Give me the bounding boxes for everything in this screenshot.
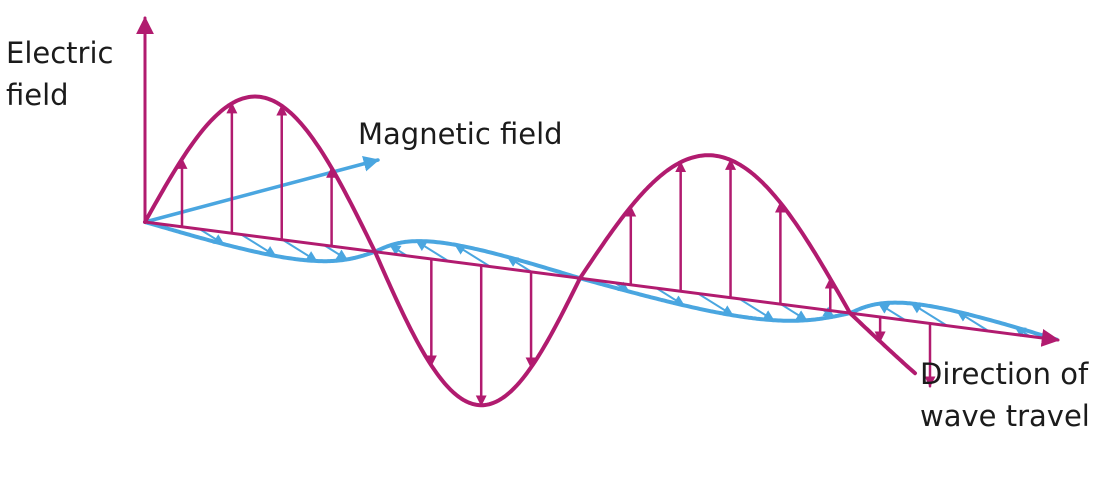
electric-field-label: Electric field <box>6 32 113 116</box>
magnetic-field-arrow <box>877 302 907 322</box>
direction-label-line-2: wave travel <box>920 399 1090 433</box>
electric-field-group <box>136 16 936 408</box>
magnetic-field-group <box>143 155 1059 342</box>
magnetic-field-arrow <box>454 243 492 268</box>
magnetic-field-label: Magnetic field <box>358 117 563 151</box>
direction-label-line-1: Direction of <box>920 357 1089 391</box>
axes-group <box>143 220 1060 347</box>
magnetic-field-arrow <box>910 302 948 327</box>
magnetic-field-arrow <box>779 303 808 322</box>
direction-of-travel-label: Direction of wave travel <box>920 353 1090 437</box>
electric-field-label-line-1: Electric <box>6 36 114 70</box>
magnetic-field-arrow <box>240 233 277 257</box>
magnetic-field-arrow <box>696 292 734 317</box>
direction-of-travel-axis <box>143 220 1060 347</box>
electric-field-wave <box>143 94 917 408</box>
electric-field-label-line-2: field <box>6 78 69 112</box>
magnetic-field-arrow <box>738 297 775 322</box>
magnetic-field-main-arrow <box>143 155 380 224</box>
magnetic-field-wave <box>143 220 1059 342</box>
magnetic-field-arrow <box>415 240 450 263</box>
magnetic-field-arrow <box>323 244 348 261</box>
magnetic-field-arrow <box>281 238 318 262</box>
